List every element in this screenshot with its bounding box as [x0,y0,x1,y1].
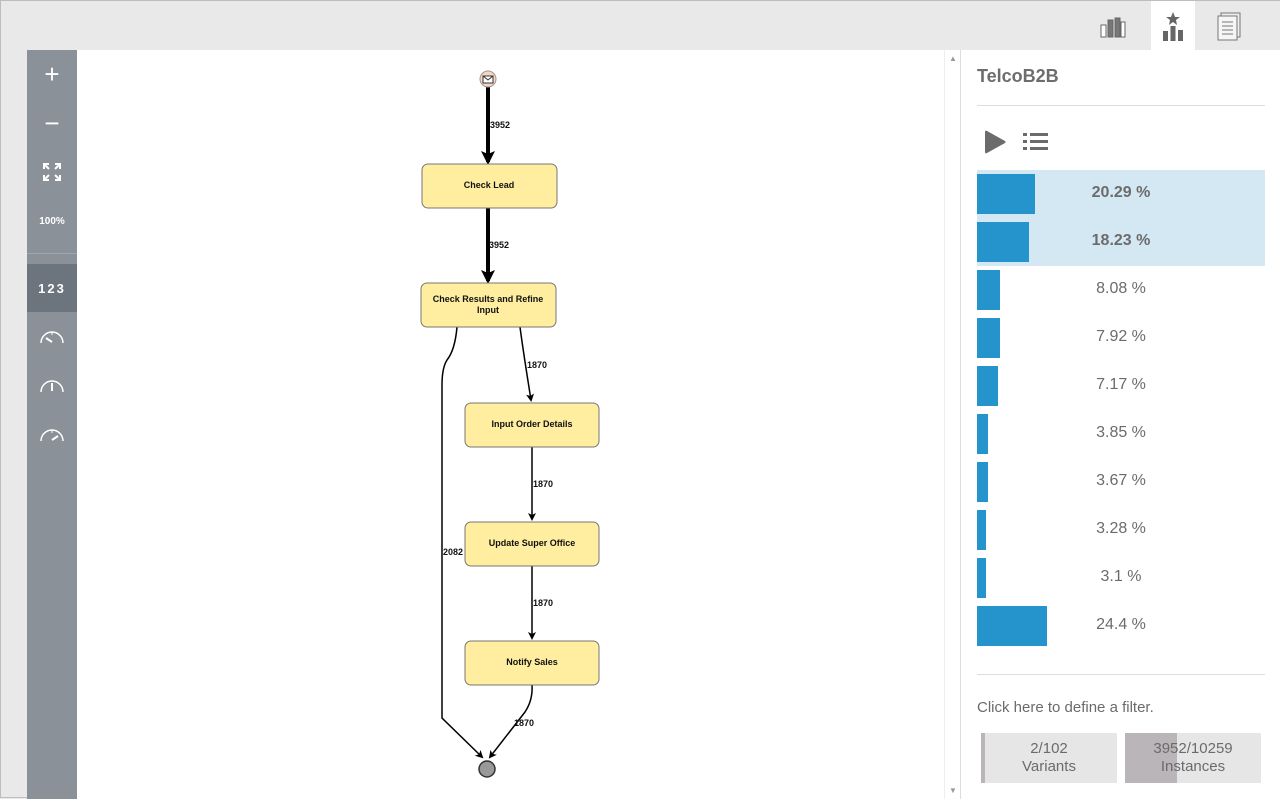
variant-share-bar [977,222,1030,262]
svg-text:Notify Sales: Notify Sales [506,657,558,667]
edge-notify-end[interactable] [488,684,533,759]
variant-share-bar [977,174,1036,214]
documents-tab[interactable] [1207,1,1251,50]
variant-share-bar [977,606,1048,646]
node-check-lead[interactable]: Check Lead [421,163,558,209]
svg-text:Update Super Office: Update Super Office [489,538,576,548]
variant-row[interactable]: 18.23 % [977,218,1265,266]
gauge-mid-icon [40,380,64,393]
svg-text:Check Lead: Check Lead [464,180,515,190]
edge-check-results-input-order[interactable] [519,326,535,402]
panel-title: TelcoB2B [977,66,1059,86]
statistics-tab[interactable] [1091,1,1135,50]
fit-screen-icon [43,163,61,181]
process-graph-canvas[interactable]: 3952 3952 1870 2082 1870 1870 1870 Check… [77,50,944,799]
variant-share-bar [977,270,1001,310]
variants-tab[interactable] [1151,1,1195,50]
variants-count: 2/102 [1030,740,1068,757]
node-notify-sales[interactable]: Notify Sales [464,640,600,686]
show-numbers-button[interactable]: 123 [27,264,77,312]
variant-row[interactable]: 20.29 % [977,170,1265,218]
end-event[interactable] [478,760,496,778]
variant-percentage: 7.92 % [1096,328,1146,345]
ranked-bars-star-icon [1163,11,1183,41]
variant-share-bar [977,462,988,502]
scroll-up-arrow-icon[interactable]: ▲ [949,54,957,63]
variants-fraction-fill [981,733,985,783]
gauge-low-icon [40,331,64,344]
variant-percentage: 7.17 % [1096,376,1146,393]
variant-percentage: 3.28 % [1096,520,1146,537]
instances-fraction-fill [1125,733,1178,783]
variants-panel: TelcoB2B 20.29 % 18.23 % 8.08 % 7.92 % 7.17 … [960,50,1280,799]
variant-row[interactable]: 24.4 % [977,602,1265,650]
variant-percentage: 8.08 % [1096,280,1146,297]
graph-toolbar: + − 100% 123 [27,50,77,799]
svg-text:Input: Input [477,305,499,315]
define-filter-link[interactable]: Click here to define a filter. [977,699,1154,716]
variant-row[interactable]: 8.08 % [977,266,1265,314]
list-icon[interactable] [1023,132,1049,152]
variants-stat-button[interactable]: 2/102 Variants [981,733,1117,783]
play-icon[interactable] [983,130,1007,154]
variant-percentage: 20.29 % [1091,184,1151,201]
process-graph: 3952 3952 1870 2082 1870 1870 1870 Check… [420,70,600,778]
instances-stat-button[interactable]: 3952/10259 Instances [1125,733,1261,783]
divider [977,674,1265,675]
speed-slow-button[interactable] [27,313,77,361]
edge-check-results-end[interactable] [441,326,484,759]
variant-percentage: 18.23 % [1091,232,1151,249]
variants-label: Variants [1022,758,1076,775]
start-event[interactable] [479,70,497,88]
envelope-icon [482,75,494,84]
gauge-high-icon [40,429,64,442]
instances-label: Instances [1160,758,1226,775]
variant-share-bar [977,558,986,598]
variant-percentage: 24.4 % [1096,616,1146,633]
node-input-order-details[interactable]: Input Order Details [464,402,600,448]
edge-label: 1870 [533,479,553,489]
top-bar [1,1,1280,50]
edge-label: 3952 [489,240,509,250]
fit-screen-button[interactable] [27,148,77,196]
svg-text:Input Order Details: Input Order Details [491,419,572,429]
variant-share-bar [977,318,1000,358]
variant-share-bar [977,510,987,550]
variant-percentage: 3.85 % [1096,424,1146,441]
variant-row[interactable]: 3.28 % [977,506,1265,554]
zoom-level-button[interactable]: 100% [39,215,65,227]
node-update-super-office[interactable]: Update Super Office [464,521,600,567]
scroll-down-arrow-icon[interactable]: ▼ [949,786,957,795]
zoom-in-button[interactable]: + [44,58,60,89]
toolbar-divider [27,253,77,254]
edge-label: 1870 [514,718,534,728]
variant-row[interactable]: 3.1 % [977,554,1265,602]
edge-label: 1870 [533,598,553,608]
zoom-out-button[interactable]: − [44,107,60,138]
edge-label: 3952 [490,120,510,130]
variant-percentage: 3.1 % [1100,568,1142,585]
variant-share-bar [977,366,998,406]
speed-high-button[interactable] [27,411,77,459]
variant-share-bar [977,414,989,454]
speed-mid-button[interactable] [27,362,77,410]
bar-chart-icon [1100,17,1126,37]
canvas-scrollbar[interactable]: ▲ ▼ [944,50,960,799]
svg-text:Check Results and Refine: Check Results and Refine [433,294,544,304]
variant-row[interactable]: 3.67 % [977,458,1265,506]
divider [977,105,1265,106]
variant-percentage: 3.67 % [1096,472,1146,489]
documents-icon [1217,12,1241,40]
instances-count: 3952/10259 [1153,740,1233,757]
edge-label: 2082 [443,547,463,557]
variant-row[interactable]: 7.92 % [977,314,1265,362]
edge-label: 1870 [527,360,547,370]
variant-row[interactable]: 3.85 % [977,410,1265,458]
variant-row[interactable]: 7.17 % [977,362,1265,410]
